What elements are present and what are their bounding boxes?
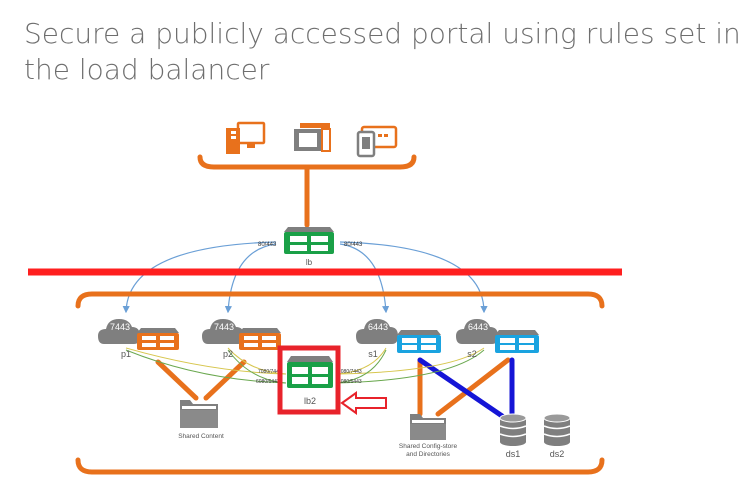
shared-content-label: Shared Content (178, 433, 224, 440)
cloud-s2-port-label: 6443 (468, 322, 488, 332)
ds1-label: ds1 (506, 449, 521, 459)
laptop-icon (294, 123, 331, 152)
lb-port-left-label: 80/443 (258, 242, 277, 248)
storage-links (155, 357, 515, 423)
lb2-port-right-top-label: 7080/7443 (338, 369, 362, 375)
node-s2-label: s2 (467, 349, 477, 359)
database-icon (499, 413, 527, 446)
s1-server-switch-icon (397, 330, 441, 353)
folder-icon (180, 400, 218, 428)
tablet-icon (356, 125, 398, 158)
internal-network-bracket-top (75, 291, 605, 309)
p1-server-switch-icon (137, 328, 179, 350)
node-s1-label: s1 (368, 349, 378, 359)
lb-server-switch-icon (284, 227, 334, 254)
lb2-port-left-bottom-label: 6080/6443 (256, 379, 280, 385)
lb2-label: lb2 (304, 396, 316, 406)
internal-network-bracket-bottom (75, 457, 605, 475)
ds2-label: ds2 (550, 449, 565, 459)
slide-title: Secure a publicly accessed portal using … (24, 17, 741, 86)
lb2-port-right-bottom-label: 6080/6443 (338, 379, 362, 385)
cloud-p2-port-label: 7443 (214, 322, 234, 332)
lb-port-right-label: 80/443 (344, 242, 363, 248)
shared-config-label-line1: Shared Config-store (399, 443, 458, 450)
desktop-computer-icon (226, 121, 266, 154)
cloud-icon (356, 319, 398, 344)
node-p1-label: p1 (121, 349, 131, 359)
folder-icon (410, 414, 446, 440)
lb-label: lb (306, 258, 313, 267)
cloud-s1-port-label: 6443 (368, 322, 388, 332)
cloud-icon (202, 319, 244, 344)
lb2-port-left-top-label: 7080/7443 (258, 369, 282, 375)
database-icon (543, 413, 571, 446)
lb2-highlight-box (277, 345, 341, 415)
node-p2-label: p2 (223, 349, 233, 359)
arrow-icon (340, 391, 387, 415)
lb2-server-switch-icon (287, 356, 333, 388)
cloud-icon (456, 319, 498, 344)
cloud-p1-port-label: 7443 (110, 322, 130, 332)
cloud-icon (98, 319, 140, 344)
shared-config-label-line2: and Directories (406, 451, 450, 458)
p2-server-switch-icon (239, 328, 281, 350)
s2-server-switch-icon (495, 330, 539, 353)
client-bracket (197, 154, 417, 228)
lb-connectors (122, 241, 488, 314)
